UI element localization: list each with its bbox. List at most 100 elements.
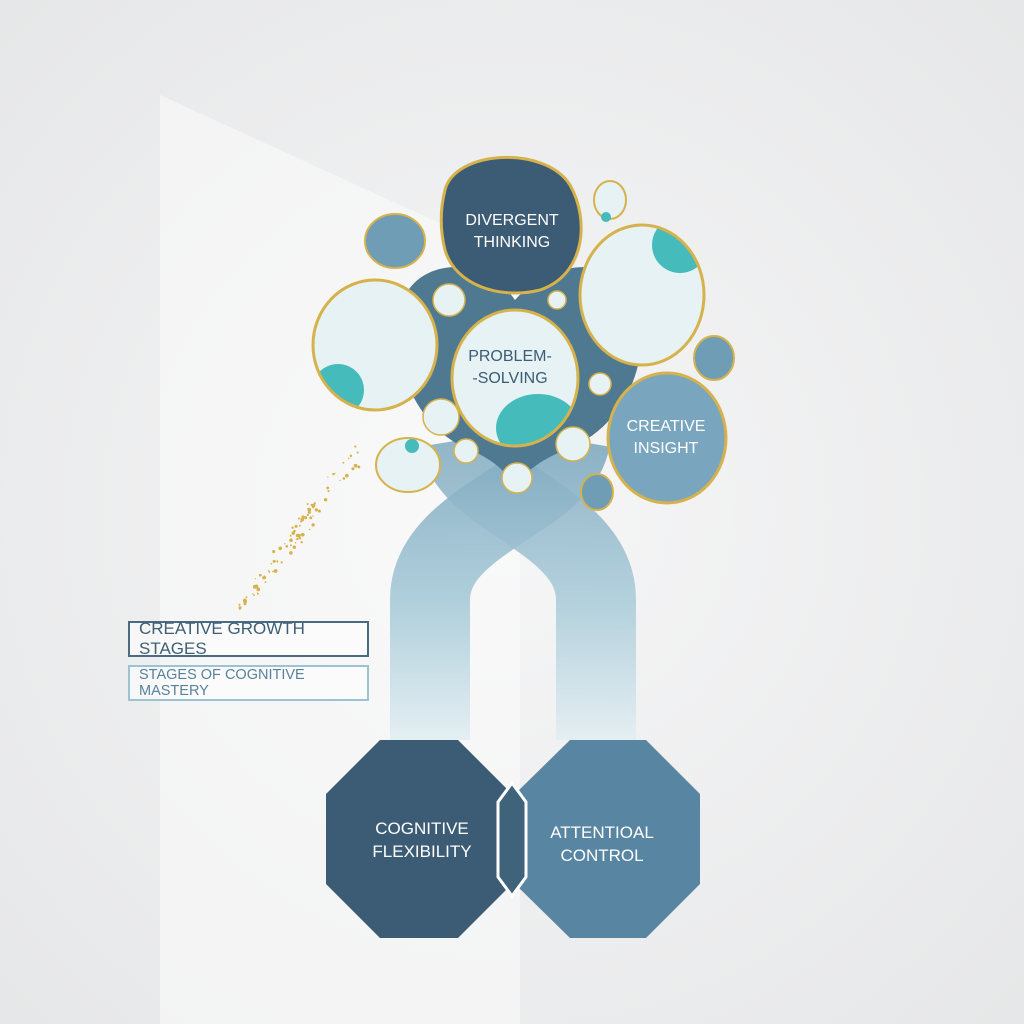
sparkle — [306, 503, 309, 505]
sparkle — [301, 532, 305, 537]
sparkle — [317, 509, 321, 513]
sparkle — [311, 523, 315, 527]
sparkle — [289, 538, 293, 542]
bubble-creative-insight: CREATIVE INSIGHT — [606, 371, 728, 505]
sparkle — [273, 569, 278, 573]
sparkle — [339, 479, 341, 482]
sparkle — [264, 581, 267, 584]
sparkle — [356, 451, 359, 454]
sparkle — [347, 457, 350, 460]
sparkle — [267, 569, 270, 572]
bubble-label: CREATIVE — [627, 418, 706, 435]
sparkle — [300, 517, 304, 522]
sparkle — [289, 534, 292, 537]
foundation-attentional-control: ATTENTIOAL CONTROL — [515, 740, 700, 938]
sparkle — [311, 503, 316, 508]
foundation-label: ATTENTIOAL — [550, 823, 654, 842]
bubble-large-right — [578, 223, 706, 367]
sparkle — [323, 498, 328, 502]
sparkle — [327, 476, 329, 478]
foundation-label: COGNITIVE — [375, 819, 469, 838]
bubble-label: PROBLEM- — [468, 348, 552, 365]
sparkle — [333, 472, 336, 475]
sparkle — [291, 526, 294, 529]
sparkle — [296, 537, 299, 541]
sparkle — [298, 536, 300, 538]
sparkle — [298, 524, 301, 527]
sparkle — [276, 560, 279, 563]
bubble-decor-left — [364, 180, 735, 511]
sparkle — [304, 516, 308, 520]
sparkle — [252, 593, 254, 595]
foundation-label: CONTROL — [560, 846, 643, 865]
sparkle — [268, 571, 271, 573]
sparkle — [307, 507, 309, 510]
sparkle — [239, 609, 241, 611]
sparkle — [308, 528, 311, 531]
small-dot — [588, 372, 612, 396]
small-dot — [432, 283, 466, 317]
sparkle — [285, 544, 289, 548]
small-dot — [453, 438, 479, 464]
sparkle — [301, 515, 305, 519]
bubble-label: INSIGHT — [634, 440, 699, 457]
sparkle — [272, 570, 274, 573]
sparkle — [309, 516, 313, 520]
diagram-subtitle: STAGES OF COGNITIVE MASTERY — [128, 665, 369, 701]
bubble-label: -SOLVING — [472, 370, 547, 387]
sparkle — [297, 533, 301, 537]
small-dots — [422, 283, 612, 494]
small-dot — [547, 290, 567, 310]
sparkle — [353, 463, 358, 468]
sparkle — [290, 544, 292, 547]
foundation-cognitive-flexibility: COGNITIVE FLEXIBILITY — [326, 740, 512, 938]
sparkle — [354, 445, 357, 448]
sparkle — [256, 587, 261, 592]
sparkle — [270, 562, 273, 565]
sparkle — [278, 546, 283, 551]
sparkle — [289, 551, 293, 555]
small-dot — [422, 398, 460, 436]
sparkle — [253, 584, 257, 589]
sparkle — [240, 607, 242, 609]
sparkle — [327, 490, 330, 493]
sparkle — [345, 473, 349, 478]
sparkle — [272, 559, 276, 563]
gold-sparkle-trail — [238, 445, 361, 611]
sparkle — [262, 576, 266, 580]
bubble-divergent-thinking: DIVERGENT THINKING — [439, 156, 583, 295]
sparkle — [238, 603, 241, 606]
bubble-label: DIVERGENT — [465, 212, 559, 229]
sparkle — [351, 467, 355, 471]
sparkle — [254, 578, 257, 580]
sparkle — [245, 596, 248, 599]
sparkle — [314, 508, 319, 512]
sparkle — [342, 477, 346, 480]
sparkle — [300, 520, 302, 523]
foundation-label: FLEXIBILITY — [372, 842, 471, 861]
sparkle — [326, 486, 330, 490]
bubble-label: THINKING — [474, 234, 550, 251]
sparkle — [242, 598, 247, 603]
sparkle — [284, 543, 286, 545]
subtitle-text: STAGES OF COGNITIVE MASTERY — [139, 667, 305, 699]
sparkle — [300, 541, 303, 544]
sparkle — [312, 515, 314, 517]
sparkle — [253, 594, 255, 596]
small-dot — [555, 426, 591, 462]
sparkle — [294, 524, 298, 528]
sparkle — [294, 542, 297, 544]
sparkle — [256, 592, 259, 594]
diagram-title: CREATIVE GROWTH STAGES — [128, 619, 369, 658]
sparkle — [357, 465, 361, 469]
title-text: CREATIVE GROWTH STAGES — [139, 619, 305, 658]
sparkle — [297, 517, 301, 520]
sparkle — [306, 513, 309, 517]
overlap-connector — [496, 780, 528, 899]
sparkle — [280, 561, 283, 564]
sparkle — [307, 510, 311, 514]
sparkle — [293, 529, 296, 533]
small-dot — [501, 462, 533, 494]
sparkle — [342, 461, 345, 464]
